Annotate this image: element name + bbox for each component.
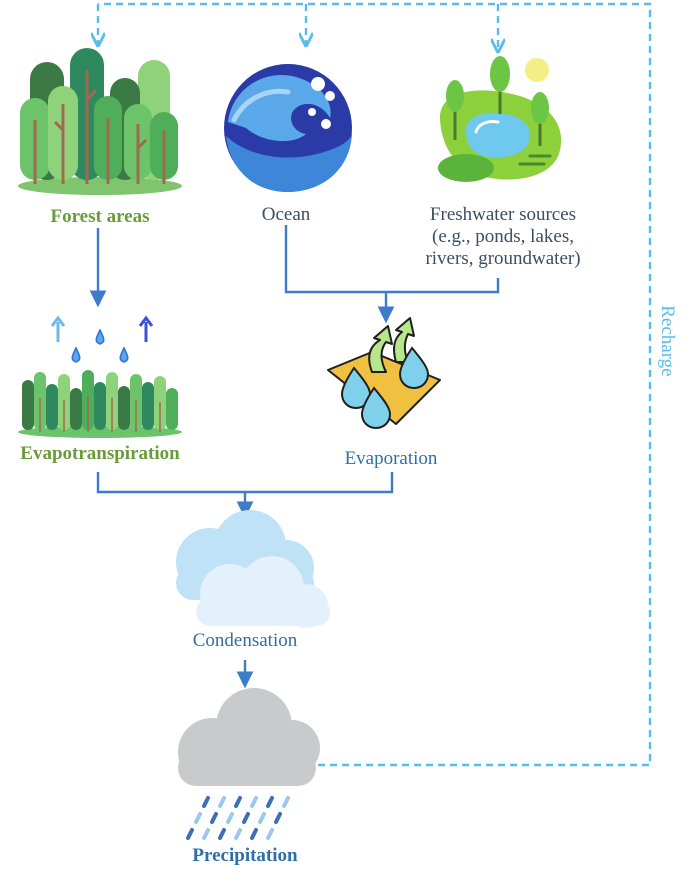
ocean-wave-icon xyxy=(224,64,352,192)
pond-icon xyxy=(438,56,562,182)
recharge-label: Recharge xyxy=(656,305,678,377)
condensation-label: Condensation xyxy=(192,630,298,651)
cloud-icon xyxy=(176,510,330,628)
sources-merge-line xyxy=(284,225,500,294)
precipitation-label: Precipitation xyxy=(192,845,298,866)
ocean-label: Ocean xyxy=(261,204,311,225)
evaporation-label: Evaporation xyxy=(344,448,438,469)
vapor-merge-line xyxy=(96,472,394,494)
rain-cloud-icon xyxy=(178,688,320,840)
flow-arrows xyxy=(89,225,500,689)
freshwater-label-line-1: Freshwater sources xyxy=(429,204,577,225)
forest-label: Forest areas xyxy=(50,206,150,227)
evaporation-icon xyxy=(327,317,441,430)
freshwater-label: Freshwater sources (e.g., ponds, lakes, … xyxy=(390,204,616,270)
trees-evapotranspiration-icon xyxy=(18,315,182,438)
forest-icon xyxy=(18,48,182,195)
freshwater-label-line-2: (e.g., ponds, lakes, xyxy=(432,225,574,247)
freshwater-label-line-3: rivers, groundwater) xyxy=(425,247,581,269)
evapotranspiration-label: Evapotranspiration xyxy=(20,443,180,464)
recharge-loop xyxy=(98,2,652,767)
